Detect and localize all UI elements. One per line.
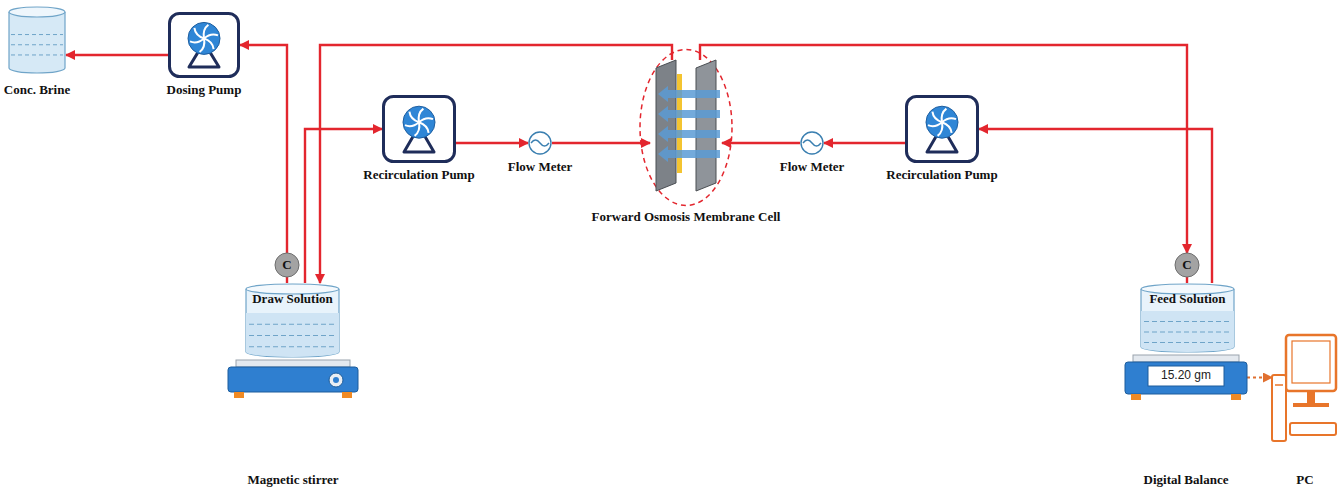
pipe-line [824,142,905,144]
display-reading: 15.20 gm [1161,368,1211,382]
component-label: Dosing Pump [167,82,242,98]
pipe-line [305,129,382,283]
solution-label: Feed Solution [1149,291,1225,307]
pipe-line [286,277,288,283]
magnetic-stirrer: Magnetic stirrer [228,360,358,398]
pump-symbol [905,95,979,163]
cell-symbol [650,60,722,195]
dosing-pump: Dosing Pump [168,12,240,78]
conductivity-sensor: C [1175,253,1199,277]
pump-symbol [168,12,240,78]
pipe-line [722,142,800,144]
component-label: Flow Meter [780,159,845,175]
component-label: Magnetic stirrer [247,472,338,488]
pipe-line [979,129,1212,283]
pc-symbol [1272,335,1338,445]
sensor-label: C [1182,257,1191,273]
component-label: Forward Osmosis Membrane Cell [592,209,781,225]
recirculation-pump: Recirculation Pump [905,95,979,163]
component-label: Digital Balance [1144,472,1229,488]
pipe-line [552,142,650,144]
pipe-line [456,142,528,144]
pipe-line [320,45,672,283]
conductivity-sensor: C [275,253,299,277]
sensor-label: C [282,257,291,273]
component-label: PC [1296,472,1313,488]
membrane-cell: Forward Osmosis Membrane Cell [650,60,722,195]
meter-symbol [528,131,552,155]
component-label: Flow Meter [508,159,573,175]
tank-symbol [8,6,66,74]
component-label: Recirculation Pump [363,167,474,183]
pump-symbol [382,95,456,163]
draw-solution-tank: Draw Solution [245,283,340,358]
digital-balance: 15.20 gmDigital Balance [1125,355,1247,400]
pipe-line [66,54,168,56]
component-label: Conc. Brine [4,82,70,98]
feed-solution-tank: Feed Solution [1140,283,1235,353]
solution-label: Draw Solution [252,291,333,307]
stirrer-symbol [228,360,358,398]
data-link [1247,377,1272,379]
recirculation-pump: Recirculation Pump [382,95,456,163]
brine-tank: Conc. Brine [8,6,66,74]
flow-meter: Flow Meter [800,131,824,155]
meter-symbol [800,131,824,155]
pipe-line [1186,277,1188,283]
computer: PC [1272,335,1338,445]
flow-meter: Flow Meter [528,131,552,155]
pipe-line [240,45,287,253]
component-label: Recirculation Pump [886,167,997,183]
